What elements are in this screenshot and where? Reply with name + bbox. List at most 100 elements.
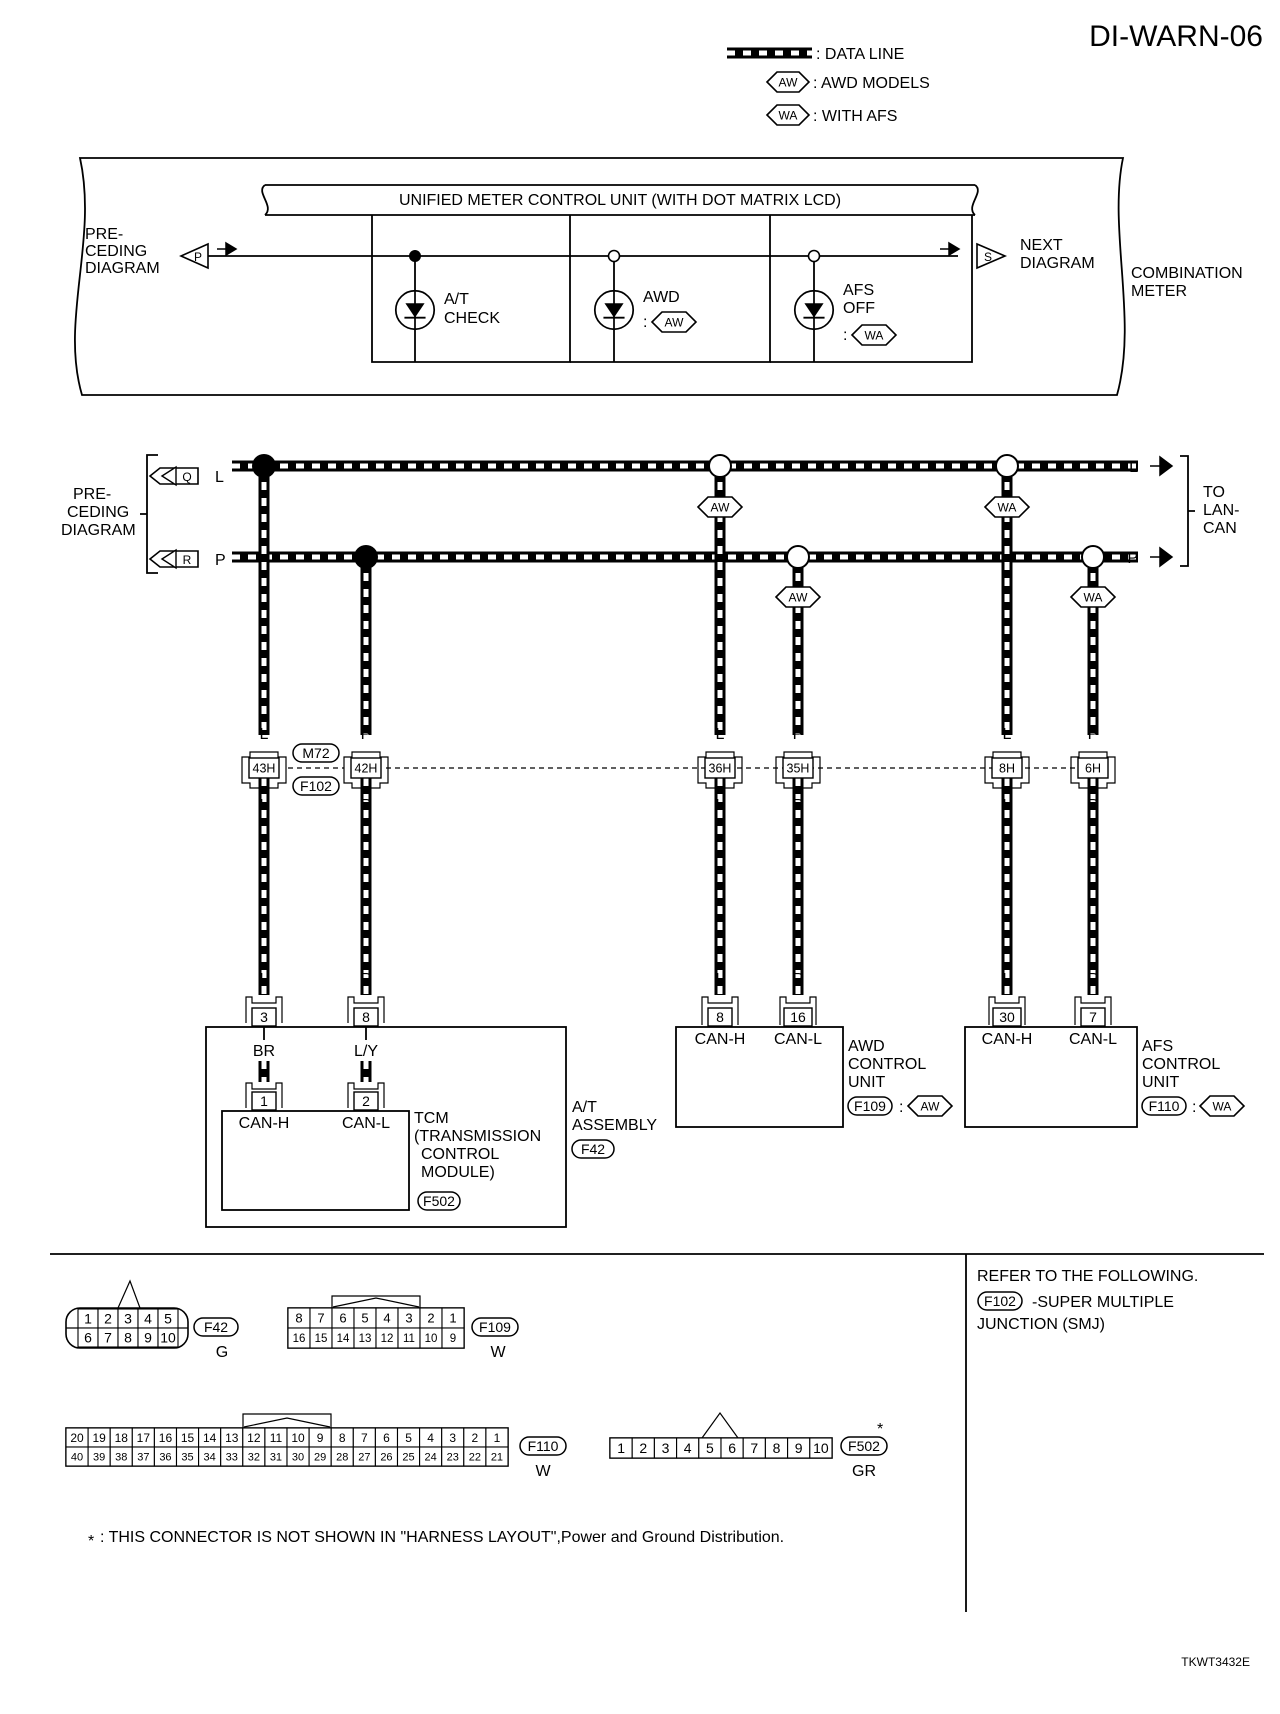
splice-solid xyxy=(252,454,276,478)
legend-wa-hexagon xyxy=(765,104,811,126)
connector-pin-number: 5 xyxy=(361,1311,368,1326)
legend-aw-text: : AWD MODELS xyxy=(813,75,930,92)
svg-text:35H: 35H xyxy=(787,762,810,776)
svg-text:F102: F102 xyxy=(984,1293,1016,1309)
svg-text:UNIT: UNIT xyxy=(848,1074,886,1091)
connector-pin-number: 7 xyxy=(104,1330,112,1346)
connector-pin-number: 33 xyxy=(226,1451,238,1463)
connector-pin-number: 7 xyxy=(317,1311,324,1326)
svg-text:L: L xyxy=(1003,726,1012,743)
connector-pin-number: 8 xyxy=(773,1440,781,1456)
svg-text:UNIT: UNIT xyxy=(1142,1074,1180,1091)
tcm-pin: 1 xyxy=(245,1082,283,1111)
svg-text:P: P xyxy=(194,250,202,264)
svg-text:: THIS CONNECTOR IS NOT SHOWN: : THIS CONNECTOR IS NOT SHOWN IN "HARNES… xyxy=(100,1529,784,1546)
connector-pin-cell xyxy=(809,1437,833,1459)
aw-option-tag xyxy=(774,586,822,608)
legend-aw-code: AW xyxy=(779,76,799,90)
combination-meter: UNIFIED METER CONTROL UNIT (WITH DOT MAT… xyxy=(74,157,1243,396)
svg-text:*: * xyxy=(877,1421,883,1438)
junction-pin: 8H xyxy=(984,751,1030,789)
svg-text:F42: F42 xyxy=(204,1319,228,1335)
svg-text:CAN-H: CAN-H xyxy=(982,1031,1033,1048)
connector-pin-number: 3 xyxy=(124,1311,132,1327)
connector-pin-number: 3 xyxy=(405,1311,412,1326)
svg-text:CHECK: CHECK xyxy=(444,310,500,327)
at-assembly-label: A/T xyxy=(572,1099,597,1116)
f110-connector-label xyxy=(1141,1096,1187,1116)
svg-text:NEXT: NEXT xyxy=(1020,237,1063,254)
connector-pin-number: 6 xyxy=(728,1440,736,1456)
can-bus: PRE- CEDING DIAGRAM Q L R P L P TO LAN- … xyxy=(61,454,1239,574)
svg-text:P: P xyxy=(1088,726,1099,743)
connector-pin-number: 1 xyxy=(84,1311,92,1327)
svg-text:P: P xyxy=(1127,550,1138,567)
svg-text:CAN-L: CAN-L xyxy=(342,1115,390,1132)
svg-text:AW: AW xyxy=(789,591,809,605)
wa-option-tag xyxy=(1069,586,1117,608)
connector-pin-number: 8 xyxy=(295,1311,302,1326)
svg-text:L: L xyxy=(1129,459,1138,476)
svg-text::: : xyxy=(899,1099,903,1116)
meter-preceding-tag xyxy=(179,242,209,270)
svg-text:DIAGRAM: DIAGRAM xyxy=(1020,255,1095,272)
svg-text:M72: M72 xyxy=(302,745,329,761)
svg-text:WA: WA xyxy=(998,501,1017,515)
vertical-data-lines xyxy=(258,466,1099,995)
svg-text:3: 3 xyxy=(260,1009,268,1025)
connector-pin-number: 36 xyxy=(159,1451,171,1463)
end-connector-pin: 16 xyxy=(779,996,817,1027)
svg-text:P: P xyxy=(793,797,804,814)
svg-text:R: R xyxy=(183,553,192,567)
svg-text:AWD: AWD xyxy=(643,289,680,306)
svg-text:L/Y: L/Y xyxy=(354,1043,378,1060)
connector-pin-number: 25 xyxy=(402,1451,414,1463)
connector-pin-number: 6 xyxy=(339,1311,346,1326)
svg-text:WA: WA xyxy=(1213,1100,1232,1114)
svg-text:F110: F110 xyxy=(1149,1098,1180,1114)
f102-connector-label xyxy=(292,776,340,796)
svg-text:W: W xyxy=(490,1344,506,1361)
connector-pin-number: 26 xyxy=(380,1451,392,1463)
connector-pin-number: 34 xyxy=(204,1451,216,1463)
svg-text::: : xyxy=(643,314,647,331)
svg-text:36H: 36H xyxy=(709,762,732,776)
legend-aw-hexagon xyxy=(765,71,811,93)
connector-pin-number: 23 xyxy=(447,1451,459,1463)
svg-text:BR: BR xyxy=(253,1043,275,1060)
connector-pin-number: 13 xyxy=(225,1431,239,1445)
svg-text:L: L xyxy=(716,971,725,988)
svg-text:PRE-: PRE- xyxy=(85,226,123,243)
svg-text:AW: AW xyxy=(665,316,685,330)
connector-pin-cell xyxy=(485,1446,509,1467)
svg-text:REFER TO THE FOLLOWING.: REFER TO THE FOLLOWING. xyxy=(977,1268,1198,1285)
junction-pin: 42H xyxy=(343,751,389,789)
svg-text:16: 16 xyxy=(790,1009,806,1025)
connector-pin-number: 11 xyxy=(270,1431,283,1445)
f502-connector-label xyxy=(417,1191,461,1211)
connector-pin-number: 10 xyxy=(813,1440,829,1456)
footnote: * : THIS CONNECTOR IS NOT SHOWN IN "HARN… xyxy=(88,1529,784,1550)
connector-pin-number: 1 xyxy=(617,1440,625,1456)
svg-text:CONTROL: CONTROL xyxy=(421,1146,499,1163)
connector-pin-number: 1 xyxy=(494,1431,501,1445)
svg-text:TO: TO xyxy=(1203,484,1225,501)
connector-pin-number: 21 xyxy=(491,1451,503,1463)
svg-text:WA: WA xyxy=(865,329,884,343)
svg-text:CAN-L: CAN-L xyxy=(774,1031,822,1048)
connector-pin-number: 15 xyxy=(181,1431,195,1445)
svg-text:8H: 8H xyxy=(999,762,1015,776)
end-connector-pin: 3 xyxy=(245,996,283,1027)
svg-text:CAN-H: CAN-H xyxy=(239,1115,290,1132)
svg-text:MODULE): MODULE) xyxy=(421,1164,495,1181)
svg-text:L: L xyxy=(1003,797,1012,814)
svg-text:P: P xyxy=(1088,971,1099,988)
svg-text:6H: 6H xyxy=(1085,762,1101,776)
connector-pin-number: 2 xyxy=(104,1311,112,1327)
svg-text:AW: AW xyxy=(921,1100,941,1114)
svg-text:CAN-L: CAN-L xyxy=(1069,1031,1117,1048)
svg-text:A/T: A/T xyxy=(444,291,469,308)
splice-open xyxy=(786,545,810,569)
svg-text:AFS: AFS xyxy=(1142,1038,1173,1055)
